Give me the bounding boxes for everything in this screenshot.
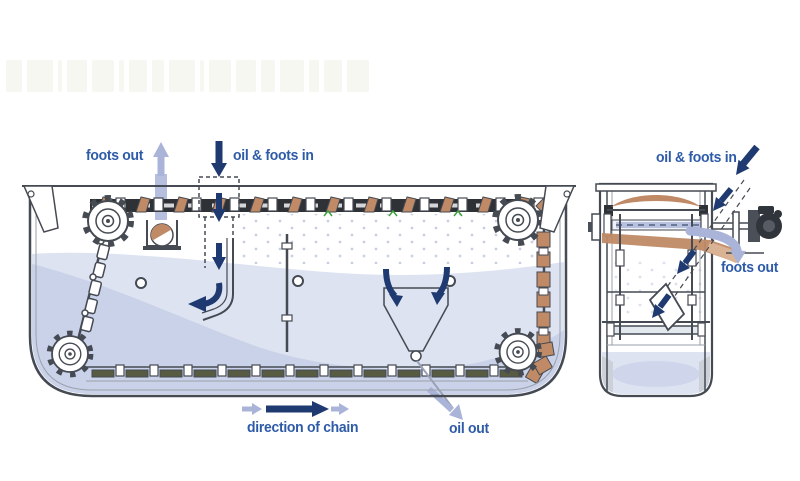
foots-out-up-arrow-icon (153, 142, 169, 176)
right-chain-column (525, 196, 557, 384)
end-view (588, 144, 782, 398)
gearbox (748, 210, 760, 242)
drain-hole (135, 277, 147, 289)
left-diagonal-chain (76, 235, 111, 341)
mount-bracket-left (22, 185, 59, 233)
sensor-mark (388, 209, 398, 217)
sensor-mark (323, 209, 333, 217)
level-rod (281, 234, 293, 352)
label-oil-foots-in-main: oil & foots in (233, 147, 314, 164)
oil-funnel (383, 266, 453, 408)
top-chain (90, 196, 546, 217)
drive-shaft-and-motor (712, 206, 782, 254)
inlet-assembly (188, 141, 240, 321)
screw-conveyor (602, 195, 745, 263)
cross-bar (611, 325, 701, 335)
label-oil-foots-in-side: oil & foots in (656, 149, 737, 166)
faint-watermark (6, 60, 369, 92)
oil-inflow-arrow-icon (383, 266, 450, 307)
foots-scoop-cup (143, 220, 181, 250)
droplet-dots (240, 214, 540, 264)
tank-outline (22, 185, 576, 398)
label-foots-out-side: foots out (721, 259, 779, 276)
sensor-mark (453, 209, 463, 217)
top-beam (595, 183, 717, 192)
oil-out-arrow-icon (426, 386, 463, 420)
label-oil-out: oil out (449, 420, 489, 437)
label-foots-out-main: foots out (86, 147, 144, 164)
drain-hole (292, 275, 304, 287)
side-foots-out-arrow-icon (685, 226, 746, 264)
side-inlet-arrow-icon (652, 144, 760, 318)
bottom-chain (86, 364, 528, 382)
baffle-plate (202, 238, 234, 321)
mount-bracket-right (539, 185, 576, 233)
inlet-drop-tube (648, 179, 751, 332)
foots-chute (706, 242, 742, 263)
inlet-flow-arrow-icon (188, 141, 227, 312)
main-tank-view (22, 141, 576, 420)
side-flange (591, 213, 601, 241)
chain-direction-arrow-icon (242, 401, 349, 417)
label-direction-of-chain: direction of chain (247, 419, 359, 436)
